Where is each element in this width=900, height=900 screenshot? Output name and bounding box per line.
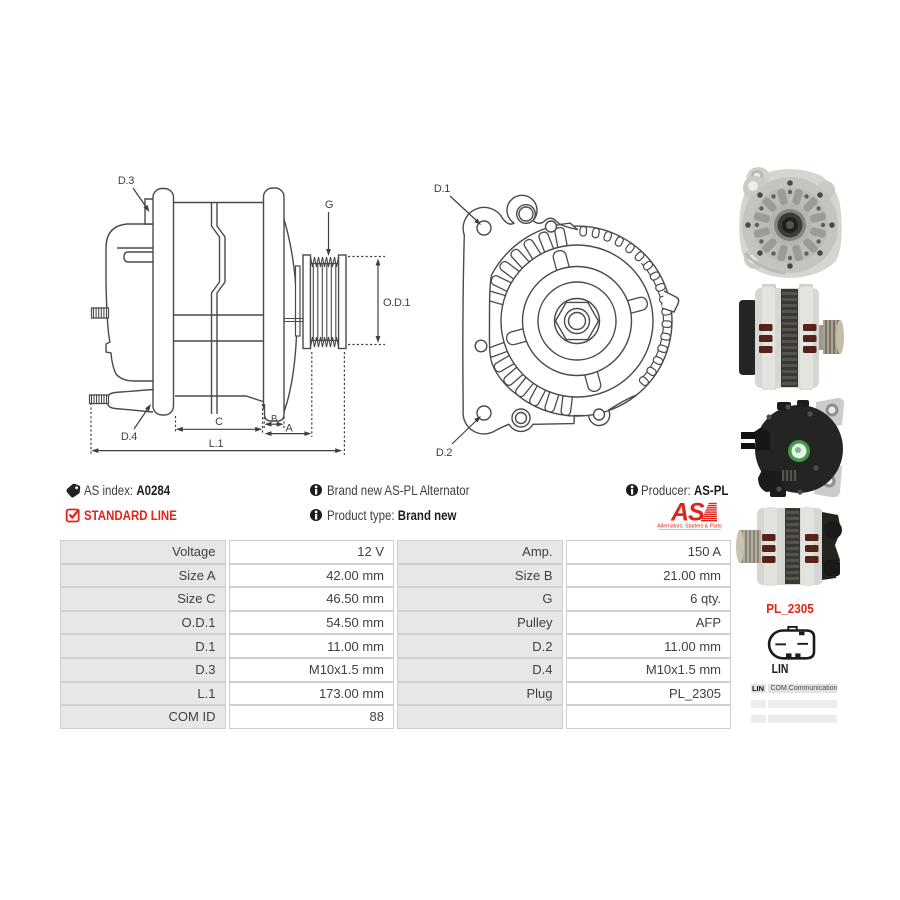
svg-text:B: B [271,414,277,425]
svg-text:C: C [215,416,223,428]
svg-text:D.1: D.1 [434,183,450,195]
svg-text:D.2: D.2 [436,447,452,459]
svg-text:G: G [325,199,333,211]
svg-text:D.4: D.4 [121,431,137,443]
svg-text:L.1: L.1 [209,438,224,450]
svg-text:O.D.1: O.D.1 [383,297,410,309]
svg-text:D.3: D.3 [118,175,134,187]
svg-text:A: A [285,423,293,435]
svg-text:AS: AS [670,499,705,527]
svg-text:Alternators, Starters & Parts: Alternators, Starters & Parts [657,524,722,530]
